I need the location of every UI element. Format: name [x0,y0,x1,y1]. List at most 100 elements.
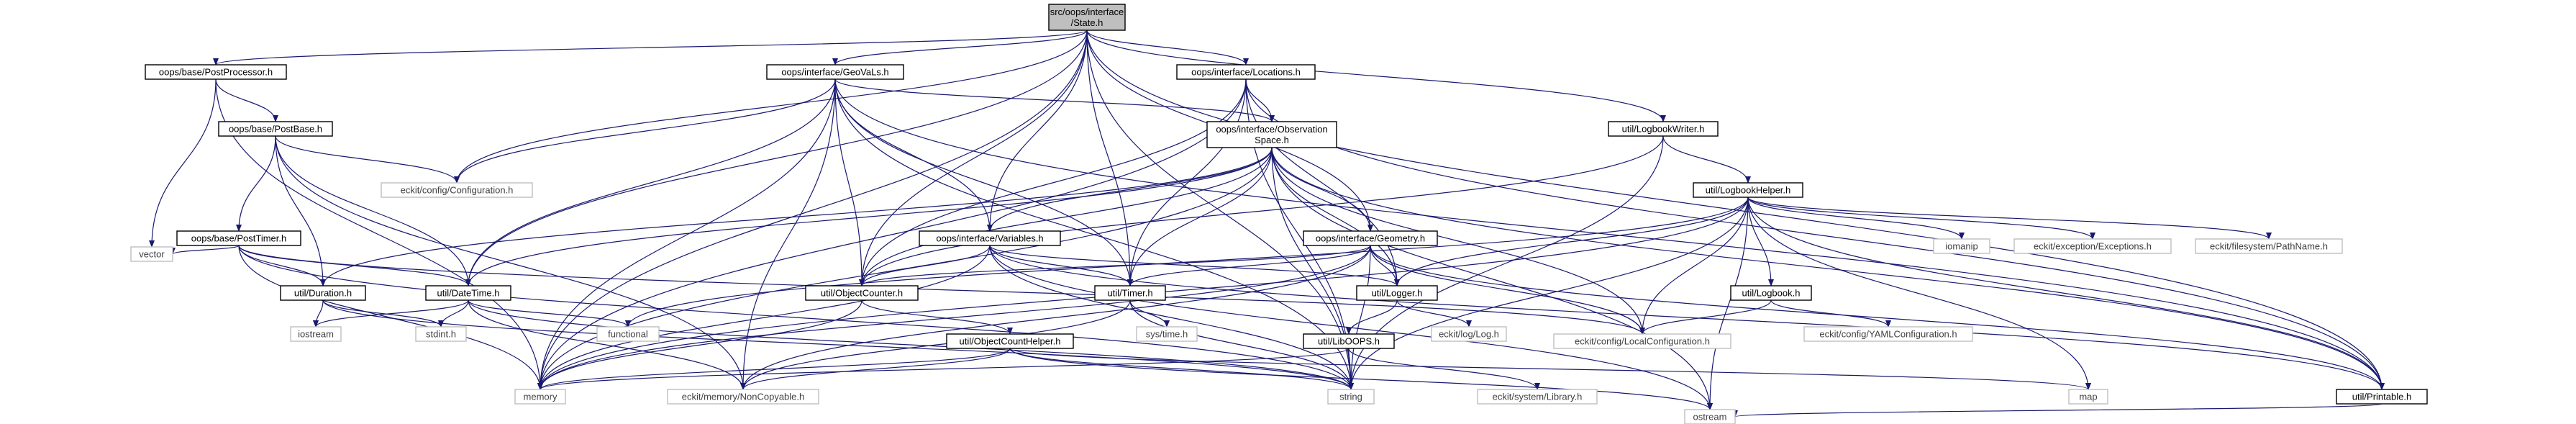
node-label-memory: memory [524,392,557,402]
node-ecconfig: eckit/config/Configuration.h [381,182,533,198]
edge-obsspace-to-logger [1271,147,1400,287]
edge-printable-to-ostream [1732,403,2382,418]
node-label-eclog: eckit/log/Log.h [1439,329,1499,340]
node-label-vector: vector [139,249,165,260]
edge-objcounthelper-to-noncopy [740,348,1011,390]
node-ostream: ostream [1684,409,1736,424]
node-box-vector [130,246,173,262]
edge-obsspace-to-geometry [1271,147,1373,232]
node-variables[interactable]: oops/interface/Variables.h [919,230,1061,246]
node-box-eclibrary [1477,389,1598,405]
edge-geometry-to-objcounter [859,245,1371,287]
edge-objcounter-to-objcounthelper [861,299,1013,335]
edge-logbook-to-ecyaml [1770,299,1891,328]
node-box-geometry [1303,230,1438,246]
node-label-stdint: stdint.h [426,329,456,340]
node-memory: memory [514,389,566,405]
node-box-variables [919,230,1061,246]
node-timer[interactable]: util/Timer.h [1094,285,1166,301]
node-label-ecyaml: eckit/config/YAMLConfiguration.h [1819,329,1957,340]
node-label-locations: oops/interface/Locations.h [1191,67,1301,78]
node-label-liboops: util/LibOOPS.h [1318,336,1380,347]
node-box-string [1327,389,1375,405]
node-label-postproc: oops/base/PostProcessor.h [159,67,273,78]
edge-postproc-to-vector [149,78,217,248]
node-box-functional [596,326,660,342]
edge-obsspace-to-ostream [1271,147,1713,410]
edge-objcounthelper-to-string [1009,348,1354,390]
node-box-ecexcept [2013,238,2172,254]
node-iostream: iostream [290,326,342,342]
node-label-logger: util/Logger.h [1372,288,1423,299]
edge-state-to-printable [1086,30,2385,390]
edge-timer-to-systime [1129,299,1170,328]
node-label-ecexcept: eckit/exception/Exceptions.h [2034,241,2152,252]
node-box-duration [280,285,366,301]
node-geometry[interactable]: oops/interface/Geometry.h [1303,230,1438,246]
edge-locations-to-objcounter [859,78,1247,287]
node-label-iomanip: iomanip [1945,241,1978,252]
node-box-eclog [1431,326,1507,342]
node-liboops[interactable]: util/LibOOPS.h [1303,333,1395,349]
edge-layer [149,30,2385,418]
edge-logger-to-eclog [1396,299,1472,328]
node-logger[interactable]: util/Logger.h [1356,285,1438,301]
node-geovals[interactable]: oops/interface/GeoVaLs.h [766,64,904,80]
node-label-state: src/oops/interface [1050,6,1124,17]
edge-datetime-to-noncopy [468,299,746,390]
edge-variables-to-timer [989,245,1133,287]
node-box-postproc [145,64,287,80]
edge-variables-to-logger [989,245,1400,287]
edge-obsspace-to-objcounter [859,147,1273,287]
node-state[interactable]: src/oops/interface/State.h [1048,4,1126,31]
node-label-obsspace: Space.h [1255,135,1289,145]
edge-loghelper-to-printable [1747,197,2385,390]
node-posttimer[interactable]: oops/base/PostTimer.h [176,230,301,246]
node-eclocalconfig: eckit/config/LocalConfiguration.h [1553,333,1731,349]
node-datetime[interactable]: util/DateTime.h [425,285,511,301]
edge-state-to-postproc [213,30,1088,66]
edge-geovals-to-string [834,78,1354,390]
edge-geometry-to-eclocalconfig [1370,245,1645,335]
node-label-datetime: util/DateTime.h [437,288,500,299]
node-duration[interactable]: util/Duration.h [280,285,366,301]
edge-variables-to-objcounter [859,245,991,287]
edge-geovals-to-obsspace [834,78,1275,122]
edge-locations-to-obsspace [1245,78,1275,122]
edge-geometry-to-string [1348,245,1371,390]
edge-posttimer-to-eclocalconfig [238,245,1645,335]
node-objcounthelper[interactable]: util/ObjectCountHelper.h [946,333,1074,349]
node-box-iostream [290,326,342,342]
edge-obsspace-to-eclocalconfig [1271,147,1645,335]
node-objcounter[interactable]: util/ObjectCounter.h [805,285,919,301]
edge-timer-to-string [1129,299,1354,390]
node-label-geovals: oops/interface/GeoVaLs.h [781,67,888,78]
node-box-memory [514,389,566,405]
node-box-ecpath [2195,238,2343,254]
edge-posttimer-to-duration [238,245,326,287]
edge-logwriter-to-loghelper [1662,135,1751,184]
node-ecyaml: eckit/config/YAMLConfiguration.h [1803,326,1973,342]
edge-postbase-to-duration [275,135,326,287]
node-logbook[interactable]: util/Logbook.h [1730,285,1812,301]
edge-state-to-geovals [832,30,1088,66]
node-loghelper[interactable]: util/LogbookHelper.h [1693,182,1803,198]
node-logwriter[interactable]: util/LogbookWriter.h [1608,121,1719,137]
edge-locations-to-timer [1127,78,1247,287]
node-box-ostream [1684,409,1736,424]
node-label-systime: sys/time.h [1146,329,1188,340]
node-postproc[interactable]: oops/base/PostProcessor.h [145,64,287,80]
node-postbase[interactable]: oops/base/PostBase.h [218,121,333,137]
node-box-noncopy [667,389,819,405]
edge-obsspace-to-duration [320,147,1273,287]
node-locations[interactable]: oops/interface/Locations.h [1176,64,1316,80]
edge-state-to-datetime [465,30,1088,287]
edge-duration-to-stdint [322,299,444,328]
edge-loghelper-to-functional [625,197,1749,328]
node-printable[interactable]: util/Printable.h [2336,389,2428,405]
edge-logbook-to-eclocalconfig [1639,299,1772,335]
node-eclibrary: eckit/system/Library.h [1477,389,1598,405]
node-stdint: stdint.h [415,326,467,342]
edge-variables-to-printable [989,245,2385,390]
